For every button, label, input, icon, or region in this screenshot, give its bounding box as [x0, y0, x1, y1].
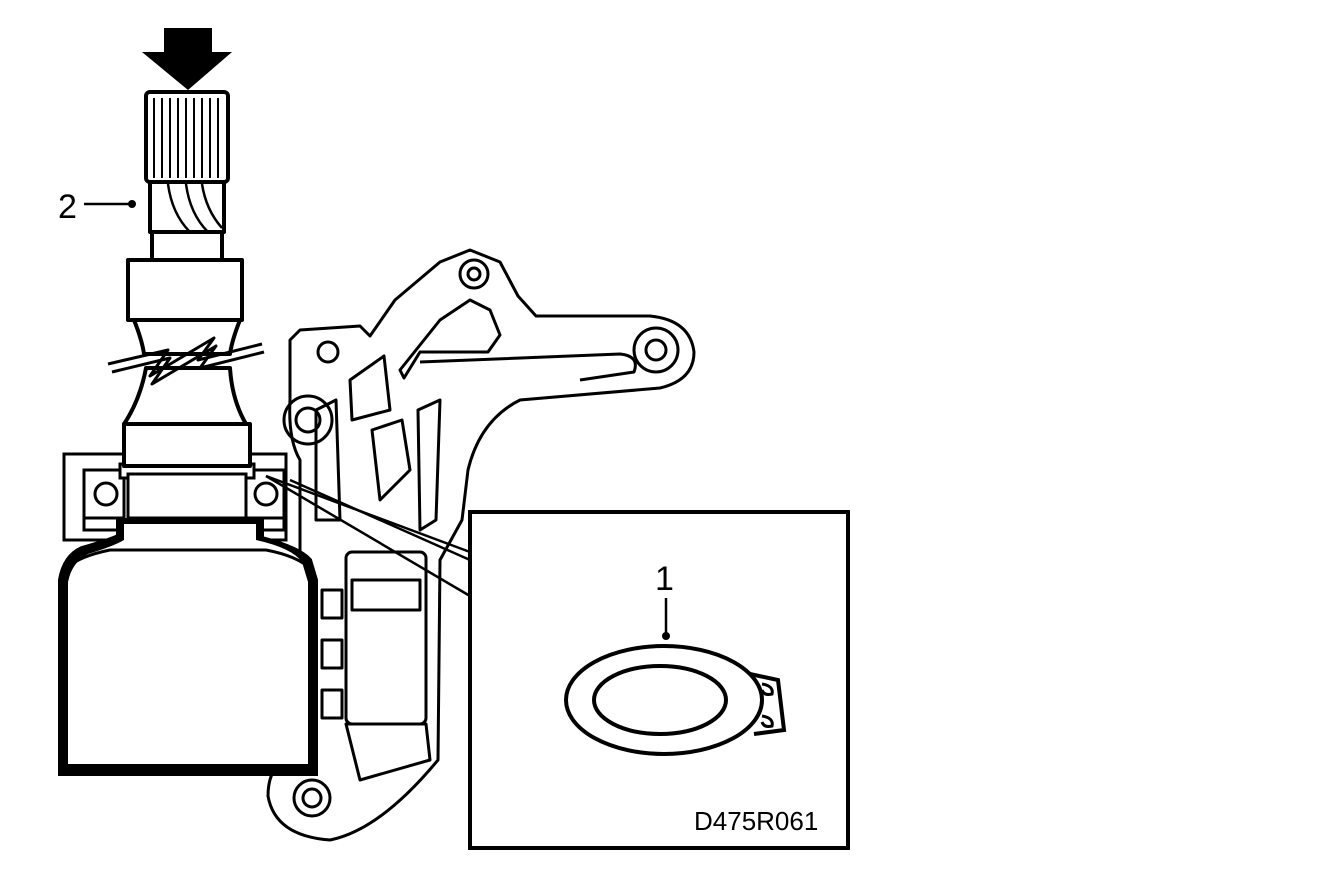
snap-ring-icon — [564, 644, 787, 756]
part-1-label: 1 — [655, 560, 674, 598]
press-support-block — [58, 518, 318, 776]
figure-code: D475R061 — [694, 806, 818, 836]
spline-teeth — [153, 98, 219, 178]
part-2-label: 2 — [58, 188, 77, 226]
detail-leader — [265, 474, 471, 598]
callout-part-1: 1 — [655, 560, 674, 640]
detail-box: 1 D475R061 — [468, 510, 850, 850]
callout-part-2: 2 — [58, 188, 136, 226]
hub-shaft — [107, 90, 265, 468]
down-arrow-icon — [142, 28, 232, 90]
knuckle-bracket — [266, 248, 696, 842]
